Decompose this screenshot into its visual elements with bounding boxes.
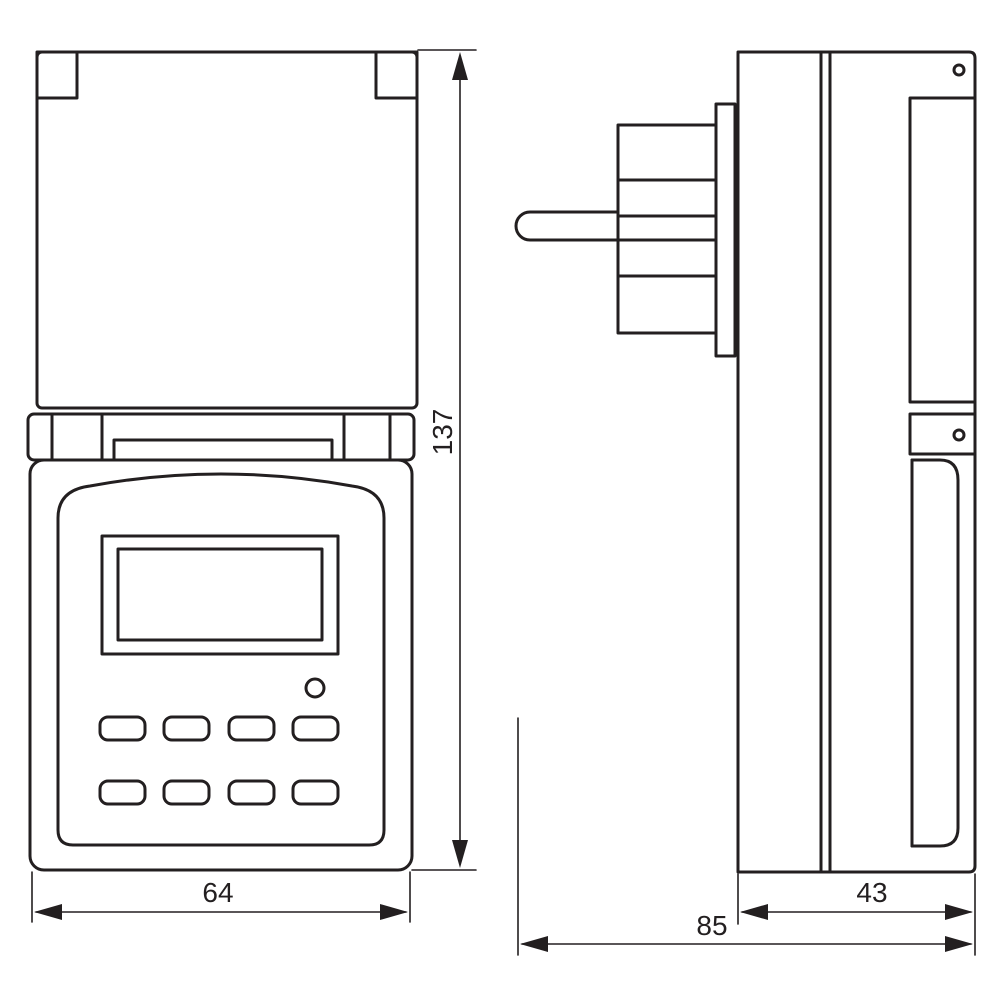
dimension-total-depth: 85 [517,717,973,956]
keypad-button[interactable] [162,715,211,742]
front-hinge [26,412,416,462]
keypad-button[interactable] [291,779,340,806]
plug-pins [514,123,720,335]
dimension-width: 64 [31,871,411,923]
indicator-led [304,677,326,699]
depth-label: 43 [856,877,887,908]
height-label: 137 [427,409,458,456]
keypad-button[interactable] [227,779,276,806]
front-body [28,458,414,872]
dimension-depth: 43 [737,873,976,956]
side-housing [736,50,977,874]
total-depth-label: 85 [696,910,727,941]
keypad-button[interactable] [291,715,340,742]
side-hinge [908,412,977,456]
keypad-button[interactable] [227,715,276,742]
front-lid [35,50,419,410]
side-view [514,50,977,874]
keypad-button[interactable] [98,715,147,742]
plug-flange [714,102,737,358]
lcd-display [100,534,340,656]
front-view [26,50,419,872]
keypad [98,715,340,806]
width-label: 64 [202,877,233,908]
dimension-height: 137 [411,49,477,871]
side-body-panel [910,458,960,848]
side-lid-panel [908,96,977,404]
keypad-button[interactable] [162,779,211,806]
keypad-button[interactable] [98,779,147,806]
